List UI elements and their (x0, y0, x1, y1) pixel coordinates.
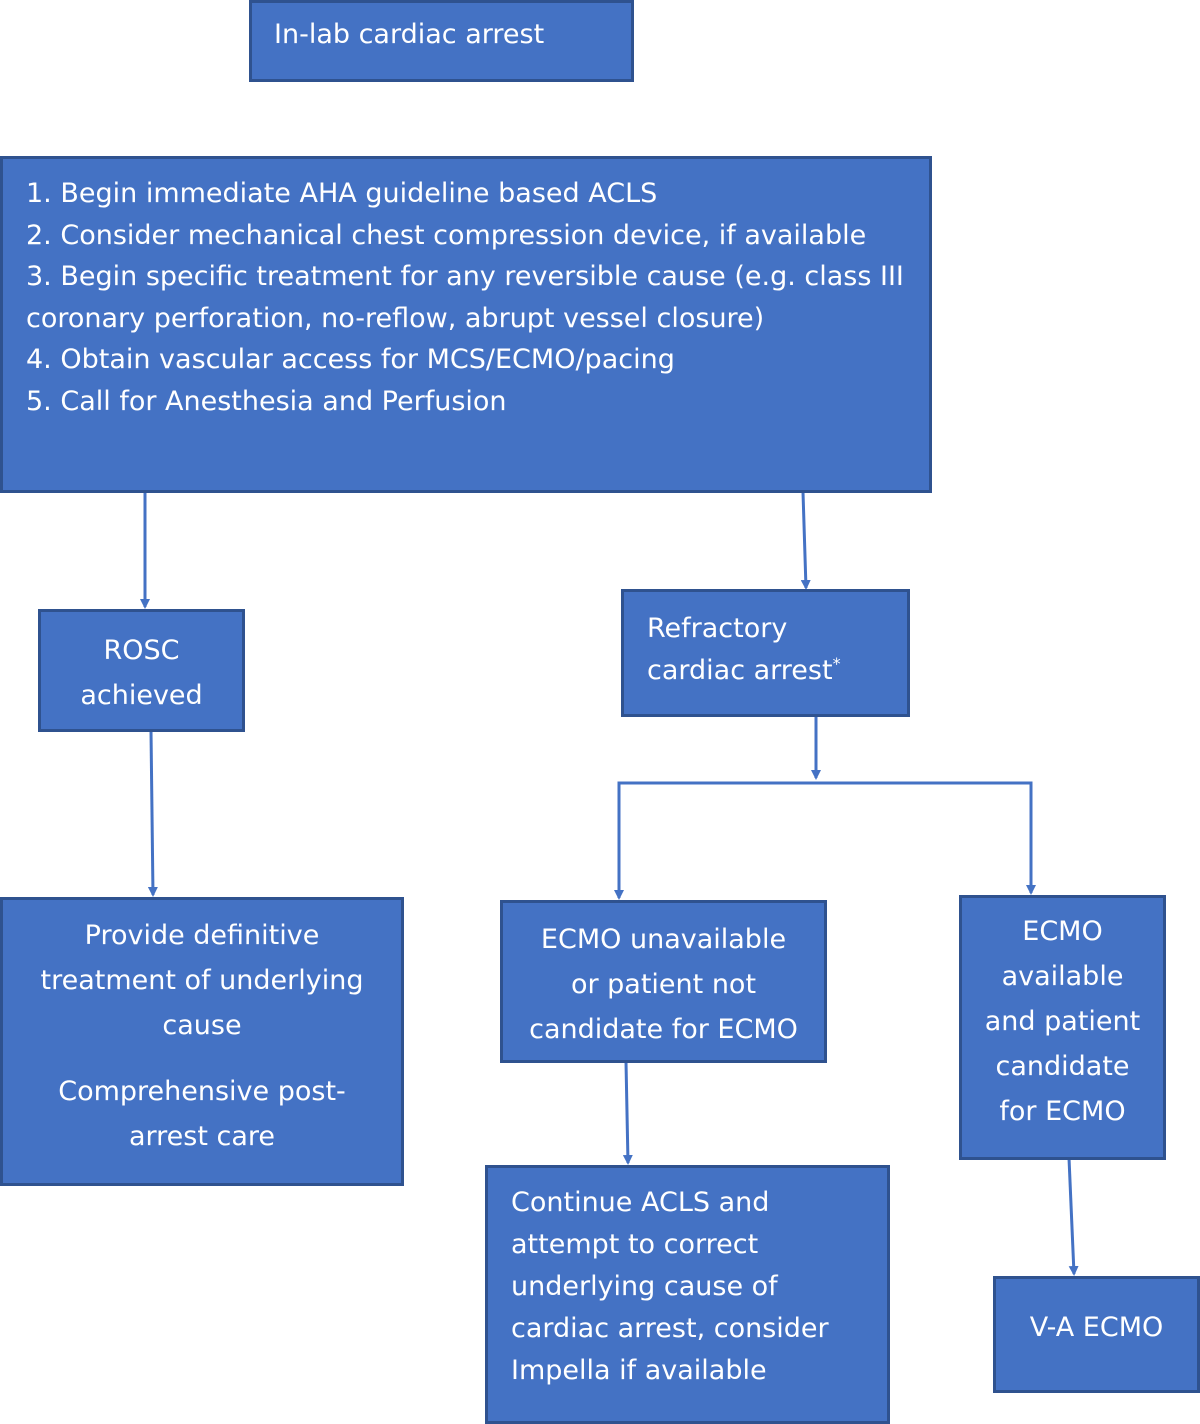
acls-step-5: 5. Call for Anesthesia and Perfusion (26, 385, 507, 417)
definitive-line-2: treatment of underlying (40, 965, 364, 996)
definitive-line-1: Provide definitive (84, 920, 320, 951)
asterisk-marker: * (832, 654, 841, 673)
va-ecmo-box: V-A ECMO (993, 1276, 1200, 1393)
rosc-box: ROSC achieved (38, 609, 245, 732)
ecmo-available-line-1: ECMO (1022, 916, 1103, 947)
definitive-treatment-box: Provide definitive treatment of underlyi… (0, 897, 404, 1186)
arrow-available-to-va-ecmo (1067, 1157, 1079, 1276)
arrow-acls-to-refractory (800, 491, 811, 590)
acls-step-1: 1. Begin immediate AHA guideline based A… (26, 178, 658, 209)
rosc-line-1: ROSC (103, 635, 180, 666)
continue-line-5: Impella if available (511, 1355, 767, 1386)
ecmo-unavailable-box: ECMO unavailable or patient not candidat… (500, 900, 827, 1063)
arrow-unavailable-to-continue (622, 1061, 633, 1165)
ecmo-available-line-3: and patient (984, 1006, 1141, 1037)
definitive-line-5: arrest care (128, 1121, 276, 1152)
split-bar (617, 781, 1033, 898)
acls-step-2: 2. Consider mechanical chest compression… (26, 219, 867, 251)
definitive-line-3: cause (162, 1010, 242, 1041)
acls-step-3-cont: coronary perforation, no-reflow, abrupt … (26, 302, 765, 334)
continue-line-3: underlying cause of (511, 1271, 778, 1302)
ecmo-unavailable-line-3: candidate for ECMO (529, 1014, 798, 1045)
refractory-line-2-text: cardiac arrest (647, 655, 833, 686)
acls-step-3: 3. Begin specific treatment for any reve… (26, 261, 904, 293)
ecmo-unavailable-line-1: ECMO unavailable (540, 924, 787, 955)
refractory-box: Refractory cardiac arrest* (621, 589, 910, 717)
acls-step-4: 4. Obtain vascular access for MCS/ECMO/p… (26, 344, 675, 376)
rosc-line-2: achieved (80, 680, 203, 711)
continue-line-1: Continue ACLS and (511, 1187, 770, 1218)
ecmo-available-line-2: available (1001, 961, 1124, 992)
definitive-line-4: Comprehensive post- (58, 1076, 346, 1107)
ecmo-unavailable-line-2: or patient not (570, 969, 757, 1000)
ecmo-available-line-5: for ECMO (999, 1096, 1126, 1127)
arrow-rosc-to-definitive (147, 730, 158, 897)
refractory-line-2: cardiac arrest* (647, 650, 907, 692)
continue-line-2: attempt to correct (511, 1229, 759, 1260)
va-ecmo-label: V-A ECMO (1029, 1312, 1164, 1343)
ecmo-available-box: ECMO available and patient candidate for… (959, 895, 1166, 1160)
continue-acls-box: Continue ACLS and attempt to correct und… (485, 1165, 890, 1424)
ecmo-available-line-4: candidate (995, 1051, 1130, 1082)
acls-steps-box: 1. Begin immediate AHA guideline based A… (0, 156, 932, 493)
refractory-line-1: Refractory (647, 613, 788, 644)
continue-line-4: cardiac arrest, consider (511, 1313, 829, 1344)
start-label: In-lab cardiac arrest (274, 19, 545, 50)
start-box: In-lab cardiac arrest (249, 0, 634, 82)
